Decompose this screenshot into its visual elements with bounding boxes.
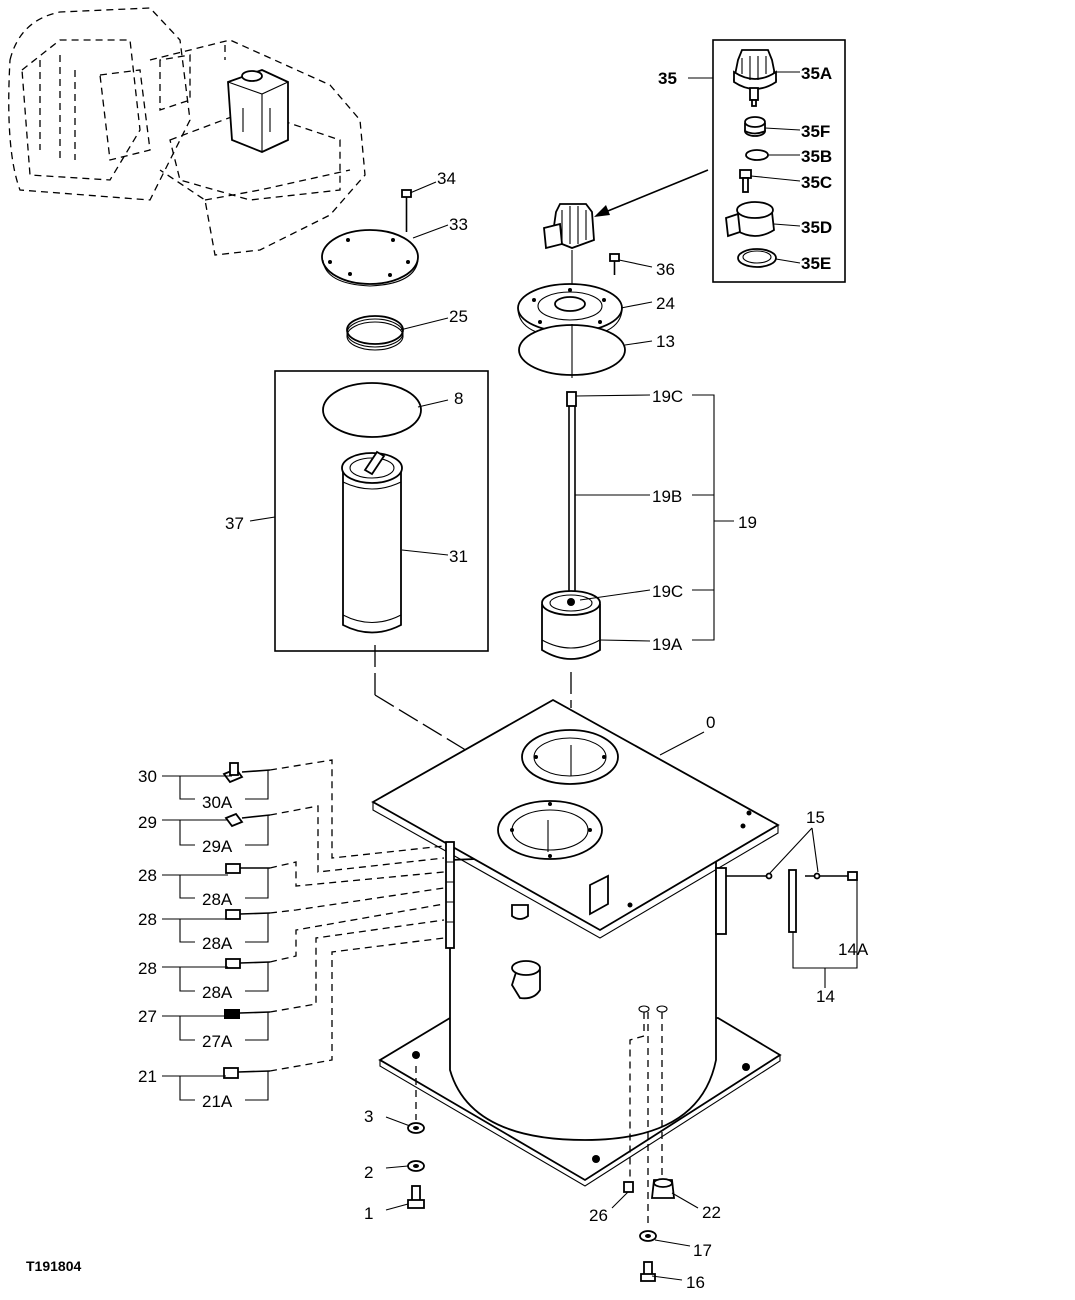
breather-o-ring — [745, 149, 769, 161]
callout-27A: 27A — [202, 1032, 233, 1051]
callout-14: 14 — [816, 987, 835, 1006]
callout-35A: 35A — [801, 64, 832, 83]
filter-gasket — [322, 382, 422, 438]
figure-id: T191804 — [26, 1258, 81, 1274]
callout-26: 26 — [589, 1206, 608, 1225]
breather-kit-box — [712, 39, 846, 283]
callout-28A-a: 28A — [202, 890, 233, 909]
callout-25: 25 — [449, 307, 468, 326]
callout-15: 15 — [806, 808, 825, 827]
breather-filter — [744, 116, 766, 137]
tank-location-thumbnail — [227, 69, 289, 153]
callout-35B: 35B — [801, 147, 832, 166]
callout-28-c: 28 — [138, 959, 157, 978]
mounting-bolt — [407, 1185, 425, 1209]
callout-19A: 19A — [652, 635, 683, 654]
cover-plate — [321, 229, 419, 287]
callout-35C: 35C — [801, 173, 832, 192]
breather-seal — [737, 248, 777, 268]
breather-screw — [739, 169, 752, 193]
breather-adapter — [725, 201, 775, 238]
callout-29: 29 — [138, 813, 157, 832]
callout-31: 31 — [449, 547, 468, 566]
detail-arrow — [597, 169, 709, 216]
callout-30A: 30A — [202, 793, 233, 812]
fitting-connection-lines — [269, 759, 445, 1072]
fittings — [222, 762, 271, 1079]
callout-29A: 29A — [202, 837, 233, 856]
retaining-ring — [346, 315, 404, 351]
breather-assembly — [543, 203, 595, 292]
callout-17: 17 — [693, 1241, 712, 1260]
filter-element — [341, 450, 403, 634]
callout-14A: 14A — [838, 940, 869, 959]
callout-labels: 34 33 25 8 31 37 35 35A 35F 35B 35C 35D … — [26, 64, 869, 1292]
callout-19B: 19B — [652, 487, 682, 506]
flange-gasket — [518, 324, 626, 378]
callout-37: 37 — [225, 514, 244, 533]
mounting-washer — [407, 1122, 425, 1134]
fitting-brackets — [162, 770, 269, 1101]
callout-35F: 35F — [801, 122, 830, 141]
leader-lines — [249, 71, 858, 1281]
drain-plug-parts — [623, 1005, 676, 1282]
lock-washer — [407, 1160, 425, 1172]
callout-35E: 35E — [801, 254, 831, 273]
callout-3: 3 — [364, 1107, 373, 1126]
callout-8: 8 — [454, 389, 463, 408]
callout-1: 1 — [364, 1204, 373, 1223]
callout-28-b: 28 — [138, 910, 157, 929]
callout-35D: 35D — [801, 218, 832, 237]
callout-22: 22 — [702, 1203, 721, 1222]
callout-28A-b: 28A — [202, 934, 233, 953]
callout-19C-top: 19C — [652, 387, 683, 406]
cover-bolt — [401, 189, 412, 232]
callout-13: 13 — [656, 332, 675, 351]
callout-24: 24 — [656, 294, 675, 313]
callout-27: 27 — [138, 1007, 157, 1026]
callout-28-a: 28 — [138, 866, 157, 885]
hydraulic-tank — [371, 698, 782, 1187]
callout-16: 16 — [686, 1273, 705, 1292]
level-gauge-parts — [726, 869, 858, 933]
callout-33: 33 — [449, 215, 468, 234]
excavator-silhouette — [8, 7, 366, 256]
callout-2: 2 — [364, 1163, 373, 1182]
callout-36: 36 — [656, 260, 675, 279]
callout-28A-c: 28A — [202, 983, 233, 1002]
breather-cap — [732, 49, 778, 107]
filter-kit-box — [274, 370, 489, 652]
callout-19C-bottom: 19C — [652, 582, 683, 601]
flange-bolt — [609, 253, 620, 275]
callout-21A: 21A — [202, 1092, 233, 1111]
suction-strainer — [541, 391, 601, 660]
callout-35: 35 — [658, 69, 677, 88]
callout-0: 0 — [706, 713, 715, 732]
callout-19: 19 — [738, 513, 757, 532]
detail-arrowhead — [594, 205, 610, 217]
callout-34: 34 — [437, 169, 456, 188]
callout-30: 30 — [138, 767, 157, 786]
callout-21: 21 — [138, 1067, 157, 1086]
